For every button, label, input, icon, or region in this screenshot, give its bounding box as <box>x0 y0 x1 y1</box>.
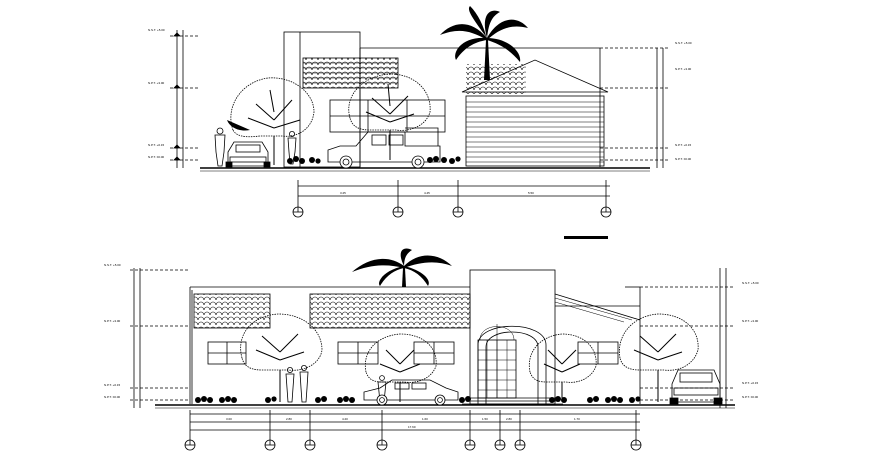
tree-icon <box>528 333 597 402</box>
level-label: N.P.T. ±0.00 <box>148 155 164 159</box>
level-scale-right-upper: N.S.T. +5.00 N.P.T. +3.00 N.P.T. +0.15 N… <box>600 41 692 168</box>
level-label: N.P.T. +3.00 <box>742 319 759 323</box>
level-label: N.P.T. +3.00 <box>104 319 121 323</box>
level-label: N.P.T. ±0.00 <box>675 157 691 161</box>
tree-icon <box>227 77 315 165</box>
grid-bubble <box>264 439 276 451</box>
level-label: N.P.T. +0.15 <box>675 143 692 147</box>
level-label: N.P.T. +0.15 <box>742 381 759 385</box>
house-facade-upper <box>200 31 650 172</box>
person-icon <box>299 364 309 403</box>
elevation-upper: N.S.T. +5.00 N.P.T. +3.00 N.P.T. +0.15 N… <box>148 6 692 239</box>
dimension-label: 17.60 <box>408 425 416 429</box>
dimension-chain-lower: 3.00 2.80 4.20 1.60 1.50 2.80 1.70 17.60 <box>184 410 642 451</box>
level-label: N.S.T. +5.00 <box>742 281 759 285</box>
level-label: N.S.T. +5.00 <box>675 41 692 45</box>
level-label: N.P.T. +0.15 <box>148 143 165 147</box>
grid-bubble <box>304 439 316 451</box>
grid-bubble <box>514 439 526 451</box>
grid-bubble <box>184 439 196 451</box>
level-label: N.P.T. +0.15 <box>104 383 121 387</box>
grid-bubble <box>494 439 506 451</box>
person-icon <box>287 130 297 165</box>
dimension-label: 1.70 <box>574 417 580 421</box>
grid-bubble <box>464 439 476 451</box>
level-label: N.P.T. +3.00 <box>148 81 165 85</box>
house-facade-lower <box>155 269 735 409</box>
dimension-label: 1.60 <box>422 417 428 421</box>
car-icon <box>225 141 271 168</box>
grid-bubble <box>292 206 304 218</box>
level-scale-left-lower: N.S.T. +5.00 N.P.T. +3.00 N.P.T. +0.15 N… <box>104 263 190 408</box>
dimension-label: 1.50 <box>482 417 488 421</box>
grid-bubble <box>392 206 404 218</box>
level-scale-left-upper: N.S.T. +5.00 N.P.T. +3.00 N.P.T. +0.15 N… <box>148 28 200 168</box>
person-icon <box>285 366 295 403</box>
level-label: N.S.T. +5.00 <box>104 263 121 267</box>
level-label: N.S.T. +5.00 <box>148 28 165 32</box>
dimension-label: 3.25 <box>340 191 346 195</box>
scale-bar <box>564 236 608 239</box>
dimension-label: 3.00 <box>226 417 232 421</box>
dimension-label: 4.45 <box>424 191 430 195</box>
car-icon <box>363 379 459 406</box>
dimension-label: 5.50 <box>528 191 534 195</box>
shrub-icon <box>195 396 641 403</box>
palm-tree-icon <box>352 248 452 287</box>
palm-tree-icon <box>440 6 528 80</box>
truck-icon <box>327 127 441 169</box>
dimension-chain-upper: 3.25 4.45 5.50 <box>292 180 612 218</box>
dimension-label: 4.20 <box>342 417 348 421</box>
dimension-label: 2.80 <box>506 417 512 421</box>
tree-icon <box>240 313 323 402</box>
tree-icon <box>618 313 699 402</box>
dimension-label: 2.80 <box>286 417 292 421</box>
tree-icon <box>364 333 437 402</box>
level-label: N.P.T. ±0.00 <box>742 395 758 399</box>
grid-bubble <box>600 206 612 218</box>
grid-bubble <box>630 439 642 451</box>
grid-bubble <box>376 439 388 451</box>
shrub-icon <box>287 156 461 164</box>
grid-bubble <box>452 206 464 218</box>
level-label: N.P.T. ±0.00 <box>104 395 120 399</box>
car-icon <box>669 369 723 405</box>
person-icon <box>214 127 226 167</box>
level-label: N.P.T. +3.00 <box>675 67 692 71</box>
elevation-lower: N.S.T. +5.00 N.P.T. +3.00 N.P.T. +0.15 N… <box>104 248 759 451</box>
